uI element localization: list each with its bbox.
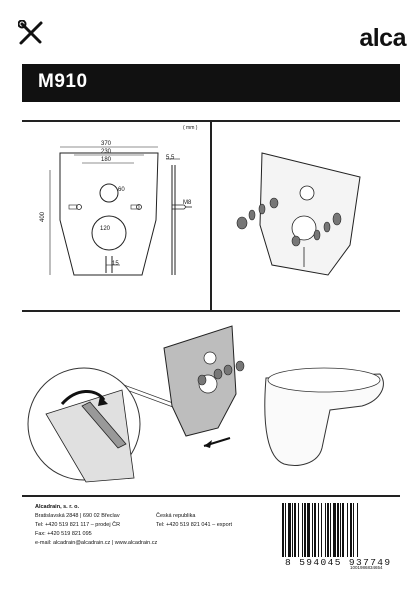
dim-230: 230 <box>101 149 112 155</box>
product-code: 1001986834654 <box>350 565 383 570</box>
barcode-number: 8 594045 937749 <box>285 557 392 568</box>
assembly-drawing <box>236 152 361 276</box>
dim-180: 180 <box>101 157 112 163</box>
page-title: M910 <box>38 71 88 92</box>
footer-tel-export: Tel: +420 519 821 041 – export <box>156 522 232 528</box>
barcode <box>282 503 400 557</box>
divider-bottom <box>22 495 400 497</box>
dim-15: 15 <box>112 261 119 267</box>
footer-tel: Tel: +420 519 821 117 – prodej ČR <box>35 522 121 528</box>
dim-120: 120 <box>100 226 111 232</box>
dim-60: 60 <box>118 187 125 193</box>
brand-logo: alca <box>359 24 406 52</box>
footer-address: Bratislavská 2848 | 690 02 Břeclav <box>35 513 120 519</box>
installation-illustration <box>27 325 384 483</box>
title-bar: M910 <box>22 64 400 102</box>
divider-middle <box>210 120 212 310</box>
footer-fax: Fax: +420 519 821 095 <box>35 531 92 537</box>
tools-icon <box>18 20 43 45</box>
footer-company: Alcadrain, s. r. o. <box>35 504 80 510</box>
footer-email-web: e-mail: alcadrain@alcadrain.cz | www.alc… <box>35 540 158 546</box>
dim-5-5: 5,5 <box>166 155 175 161</box>
dim-370: 370 <box>101 141 112 147</box>
units-label: ( mm ) <box>183 125 198 131</box>
dim-400: 400 <box>40 211 47 223</box>
technical-drawing <box>49 146 192 276</box>
dim-m8: M8 <box>183 200 192 206</box>
footer-country: Česká republika <box>156 513 196 519</box>
divider-mid <box>22 310 400 312</box>
